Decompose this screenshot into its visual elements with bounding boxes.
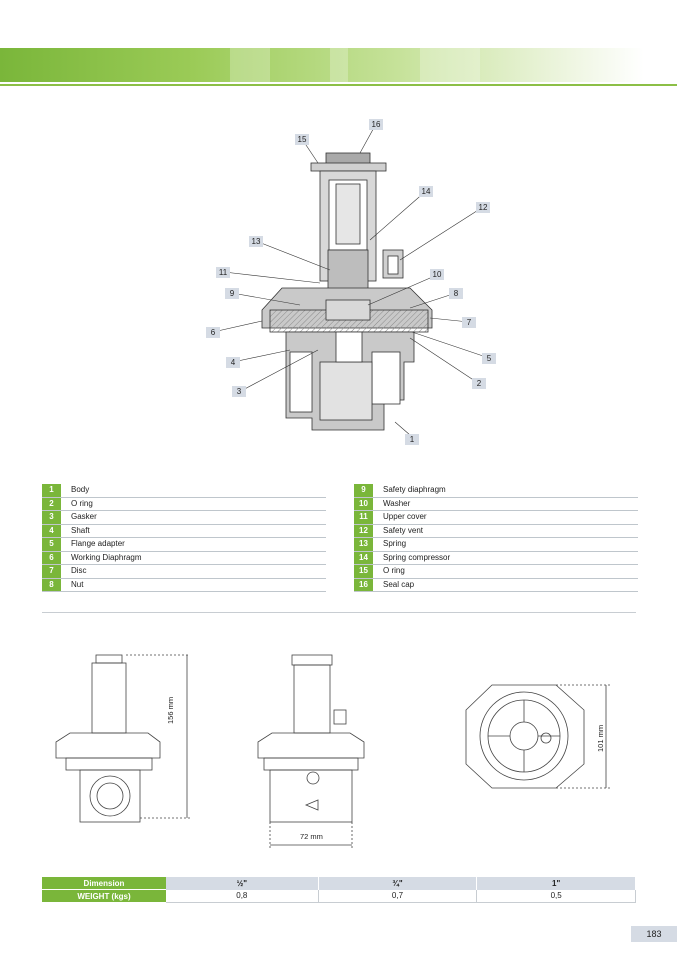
size-cell: ¾"	[318, 877, 478, 890]
part-name: Seal cap	[383, 579, 415, 589]
callout-16: 16	[369, 119, 383, 130]
part-name: Washer	[383, 498, 411, 508]
parts-row: 6 Working Diaphragm	[42, 551, 326, 565]
part-name: Nut	[71, 579, 84, 589]
parts-row: 11 Upper cover	[354, 511, 638, 525]
parts-row: 7 Disc	[42, 565, 326, 579]
cross-section-drawing	[212, 123, 490, 436]
header-rule	[0, 84, 677, 86]
width-dimension-label: 72 mm	[300, 832, 323, 841]
part-number: 16	[354, 578, 373, 591]
part-number: 9	[354, 484, 373, 497]
side-view	[257, 654, 365, 823]
banner-streak	[230, 48, 270, 82]
callout-4: 4	[226, 357, 240, 368]
table-row: Dimension ½" ¾" 1"	[42, 877, 636, 890]
row-header-dimension: Dimension	[42, 877, 166, 890]
part-number: 6	[42, 551, 61, 564]
callout-15: 15	[295, 134, 309, 145]
weight-cell: 0,7	[318, 889, 478, 903]
part-number: 11	[354, 511, 373, 524]
parts-row: 12 Safety vent	[354, 524, 638, 538]
part-name: Body	[71, 485, 90, 494]
size-cell: ½"	[166, 877, 319, 890]
part-number: 10	[354, 497, 373, 510]
callout-5: 5	[482, 353, 496, 364]
part-name: Spring compressor	[383, 552, 451, 562]
weight-cell: 0,8	[166, 889, 319, 903]
parts-list-right: 9 Safety diaphragm 10 Washer 11 Upper cover…	[354, 484, 638, 592]
weight-cell: 0,5	[476, 889, 636, 903]
callout-6: 6	[206, 327, 220, 338]
part-name: O ring	[383, 566, 405, 575]
part-name: Working Diaphragm	[71, 552, 142, 562]
part-name: Shaft	[71, 525, 90, 535]
parts-row: 9 Safety diaphragm	[354, 484, 638, 498]
height-dimension-label: 156 mm	[166, 696, 175, 724]
part-number: 15	[354, 565, 373, 578]
callout-7: 7	[462, 317, 476, 328]
callout-11: 11	[216, 267, 230, 278]
parts-row: 14 Spring compressor	[354, 551, 638, 565]
section-divider	[42, 612, 636, 613]
part-number: 8	[42, 578, 61, 591]
parts-row: 1 Body	[42, 484, 326, 498]
parts-row: 16 Seal cap	[354, 578, 638, 592]
parts-row: 3 Gasker	[42, 511, 326, 525]
callout-1: 1	[405, 434, 419, 445]
parts-row: 4 Shaft	[42, 524, 326, 538]
parts-row: 2 O ring	[42, 497, 326, 511]
callout-2: 2	[472, 378, 486, 389]
top-view	[465, 684, 585, 789]
part-number: 12	[354, 524, 373, 537]
outline-views	[55, 654, 610, 850]
callout-3: 3	[232, 386, 246, 397]
part-number: 13	[354, 538, 373, 551]
callout-12: 12	[476, 202, 490, 213]
part-number: 3	[42, 511, 61, 524]
part-name: Upper cover	[383, 512, 427, 521]
parts-row: 5 Flange adapter	[42, 538, 326, 552]
callout-8: 8	[449, 288, 463, 299]
part-name: Flange adapter	[71, 539, 125, 548]
size-cell: 1"	[476, 877, 636, 890]
parts-row: 10 Washer	[354, 497, 638, 511]
parts-row: 8 Nut	[42, 578, 326, 592]
part-name: O ring	[71, 498, 93, 508]
row-header-weight: WEIGHT (kgs)	[42, 889, 166, 902]
part-number: 1	[42, 484, 61, 497]
parts-row: 13 Spring	[354, 538, 638, 552]
part-number: 5	[42, 538, 61, 551]
banner-streak	[420, 48, 480, 82]
callout-9: 9	[225, 288, 239, 299]
part-name: Disc	[71, 566, 87, 575]
part-name: Safety vent	[383, 525, 424, 535]
part-name: Safety diaphragm	[383, 485, 446, 494]
callout-13: 13	[249, 236, 263, 247]
part-number: 14	[354, 551, 373, 564]
callout-14: 14	[419, 186, 433, 197]
part-name: Spring	[383, 539, 407, 548]
across-dimension-label: 101 mm	[596, 724, 605, 752]
page-number: 183	[631, 926, 677, 942]
header-banner	[0, 48, 644, 82]
callout-10: 10	[430, 269, 444, 280]
front-view	[55, 654, 161, 823]
banner-streak	[330, 48, 348, 82]
table-row: WEIGHT (kgs) 0,8 0,7 0,5	[42, 889, 636, 903]
parts-list-left: 1 Body 2 O ring 3 Gasker 4 Shaft 5 Flange ada…	[42, 484, 326, 592]
part-number: 7	[42, 565, 61, 578]
part-number: 4	[42, 524, 61, 537]
part-name: Gasker	[71, 512, 97, 521]
part-number: 2	[42, 497, 61, 510]
dimension-weight-table: Dimension ½" ¾" 1" WEIGHT (kgs) 0,8 0,7 …	[42, 877, 636, 903]
parts-row: 15 O ring	[354, 565, 638, 579]
